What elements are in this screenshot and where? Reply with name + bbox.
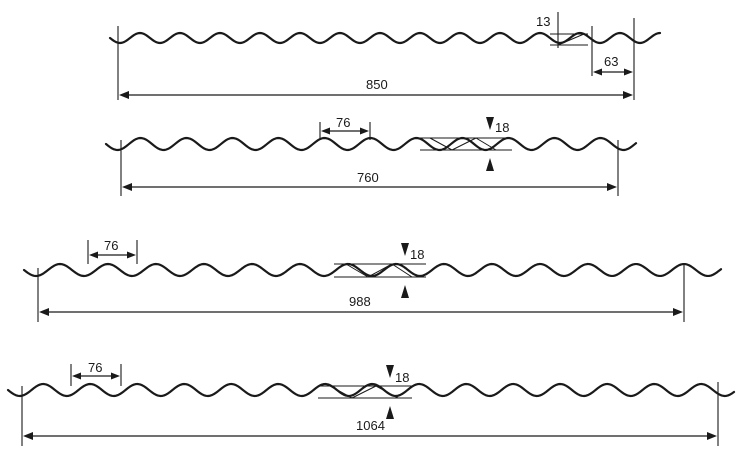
profile-1-edge-label: 63 <box>604 54 618 69</box>
profile-3-total-arrow-right <box>673 308 683 316</box>
profile-2-total-arrow-right <box>607 183 617 191</box>
profile-2: 76 18 760 <box>104 115 638 196</box>
profile-1-edge-arrow-left <box>593 68 602 76</box>
profile-4-height-diagonal-1 <box>329 385 353 399</box>
profile-1: 13 63 850 <box>108 12 662 100</box>
profile-3-total-width-label: 988 <box>349 294 371 309</box>
profile-3: 76 18 988 <box>22 238 723 322</box>
profile-3-wave-height-label: 18 <box>410 247 424 262</box>
profile-1-total-width-label: 850 <box>366 77 388 92</box>
profile-4-height-diagonal-3 <box>375 385 399 399</box>
profile-3-height-arrow-up <box>401 285 409 298</box>
profile-3-height-diagonal-1 <box>345 263 369 278</box>
profile-2-pitch-label: 76 <box>336 115 350 130</box>
profile-2-total-arrow-left <box>122 183 132 191</box>
profile-4-height-arrow-down <box>386 365 394 378</box>
profile-2-height-diagonal-1 <box>429 137 453 151</box>
profile-4-pitch-label: 76 <box>88 360 102 375</box>
profile-3-pitch-arrow-right <box>127 251 136 259</box>
profile-3-total-arrow-left <box>39 308 49 316</box>
profile-3-wave <box>22 262 723 278</box>
profile-3-height-diagonal-3 <box>391 263 413 278</box>
profile-2-pitch-arrow-right <box>360 127 369 135</box>
profile-4-pitch-arrow-left <box>72 372 81 380</box>
profile-2-total-width-label: 760 <box>357 170 379 185</box>
profile-1-edge-arrow-right <box>624 68 633 76</box>
profile-2-height-arrow-up <box>486 158 494 171</box>
profile-2-height-diagonal-2 <box>451 137 477 151</box>
profile-2-wave-height-label: 18 <box>495 120 509 135</box>
profile-1-wave-height-label: 13 <box>536 14 550 29</box>
profile-3-height-diagonal-2 <box>367 263 393 278</box>
profile-4-pitch-arrow-right <box>111 372 120 380</box>
profile-2-height-diagonal-3 <box>475 137 497 151</box>
profile-2-wave <box>104 136 638 152</box>
profile-2-height-arrow-down <box>486 117 494 130</box>
profile-4: 76 18 1064 <box>6 360 736 446</box>
profile-1-total-arrow-right <box>623 91 633 99</box>
profile-1-total-arrow-left <box>119 91 129 99</box>
profile-1-height-diagonal <box>557 33 585 46</box>
profile-4-wave <box>6 382 736 398</box>
profile-4-total-width-label: 1064 <box>356 418 385 433</box>
profile-1-wave <box>108 31 662 45</box>
profile-4-total-arrow-left <box>23 432 33 440</box>
profile-3-pitch-arrow-left <box>89 251 98 259</box>
profile-4-height-arrow-up <box>386 406 394 419</box>
profile-4-total-arrow-right <box>707 432 717 440</box>
profile-3-pitch-label: 76 <box>104 238 118 253</box>
profile-3-height-arrow-down <box>401 243 409 256</box>
profile-4-height-diagonal-2 <box>351 385 377 399</box>
profile-2-pitch-arrow-left <box>321 127 330 135</box>
profile-4-wave-height-label: 18 <box>395 370 409 385</box>
